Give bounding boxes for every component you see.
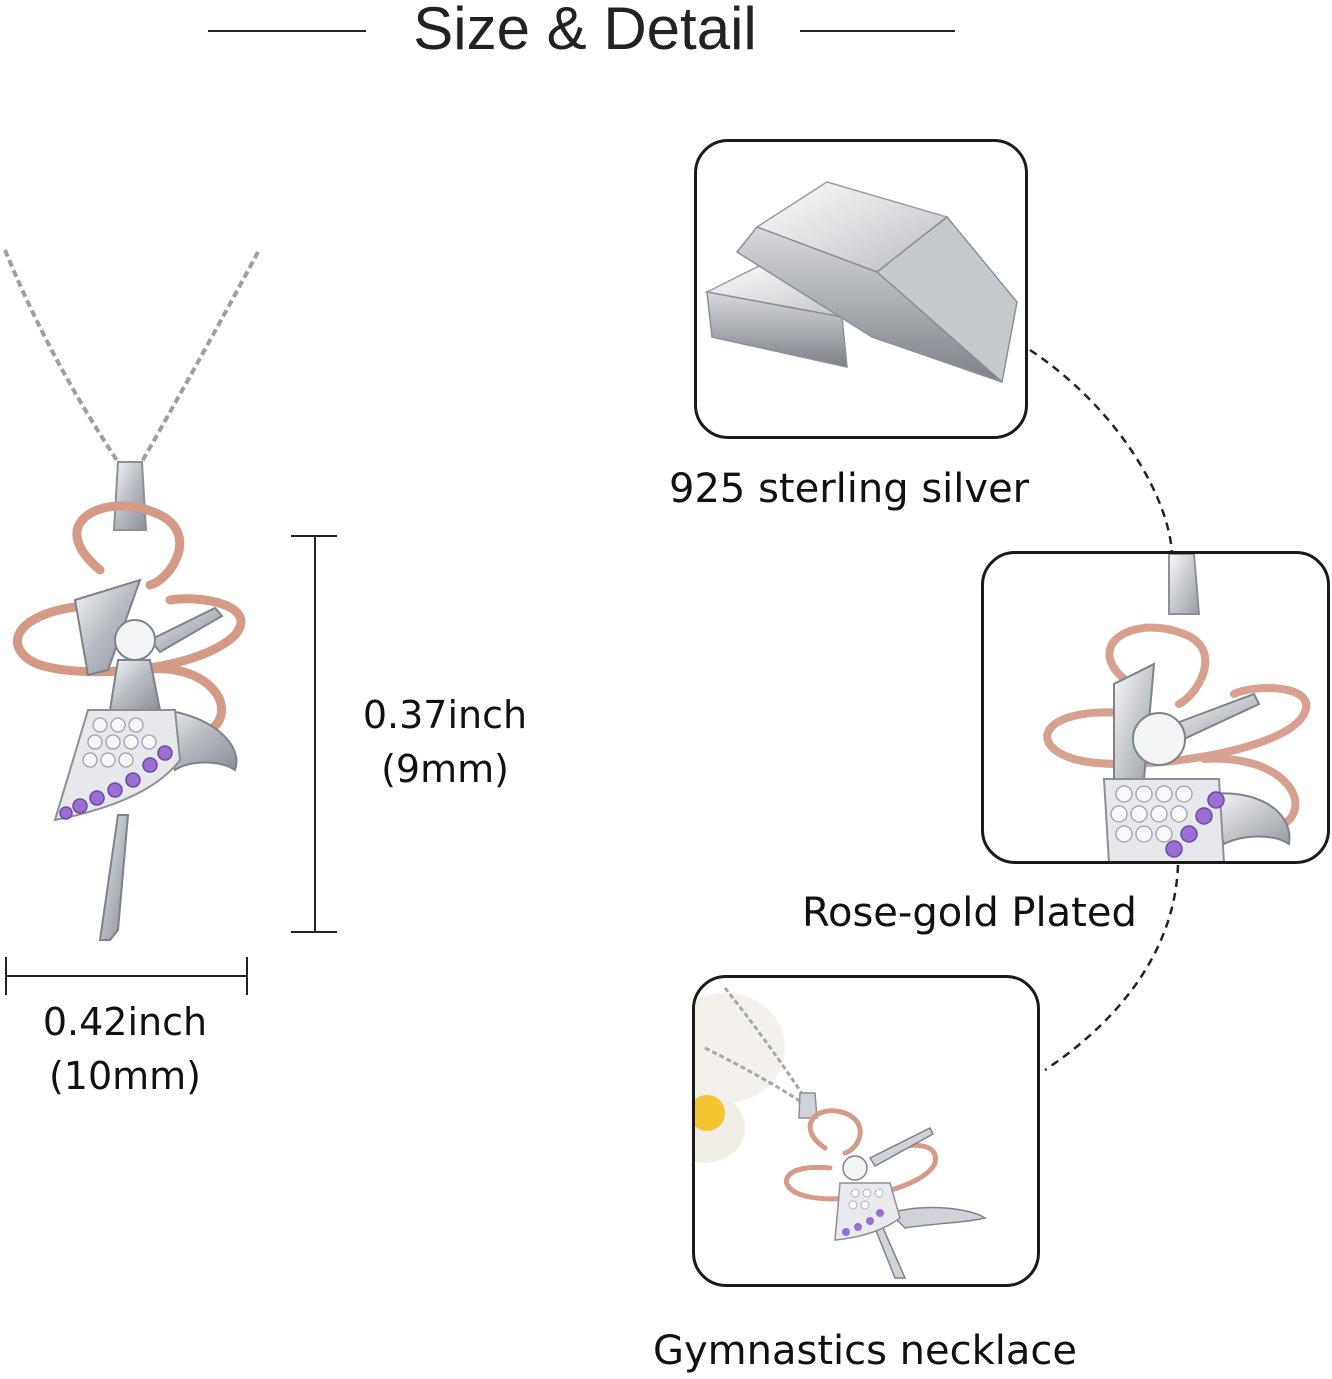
feature-card-rose-gold (981, 551, 1330, 864)
width-mm-label: (10mm) (48, 1054, 202, 1098)
height-measurement: 0.37inch (9mm) (340, 688, 550, 796)
silver-bars-image (704, 181, 1018, 384)
width-measurement: 0.42inch (10mm) (20, 995, 230, 1103)
pendant-closeup-image (1043, 554, 1311, 861)
pendant-product-image (3, 249, 260, 941)
width-bracket-line (5, 975, 248, 977)
chain (138, 251, 260, 466)
height-inch-label: 0.37inch (362, 693, 528, 737)
page-title: Size & Detail (413, 0, 757, 62)
feature-label-necklace: Gymnastics necklace (653, 1328, 1078, 1374)
feature-card-necklace (692, 975, 1040, 1287)
feature-card-silver (694, 139, 1028, 439)
chain (3, 249, 122, 467)
title-rule-left (208, 30, 366, 32)
height-bracket-line (314, 535, 316, 933)
title-rule-right (800, 30, 955, 32)
feature-label-silver: 925 sterling silver (669, 466, 1030, 512)
height-bracket-bottom (291, 931, 337, 933)
feature-label-rose-gold: Rose-gold Plated (802, 890, 1137, 936)
width-bracket-right (246, 957, 248, 995)
necklace-photo-image (695, 987, 987, 1279)
dashed-connector (1029, 348, 1180, 1072)
height-mm-label: (9mm) (381, 747, 509, 791)
width-inch-label: 0.42inch (42, 1000, 208, 1044)
